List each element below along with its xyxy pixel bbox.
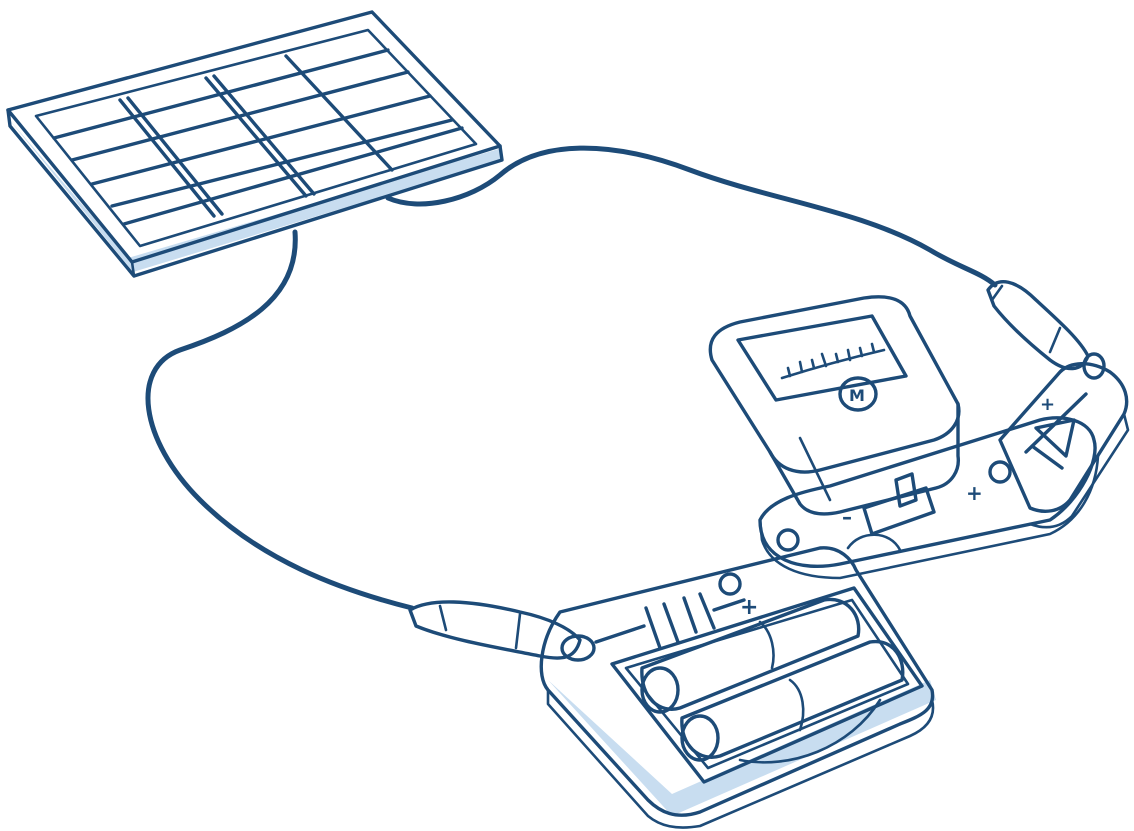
aa-cell-back: [640, 597, 861, 714]
battery-ribbon: [738, 698, 882, 764]
battery-pack: +: [539, 546, 936, 829]
solar-panel: [6, 10, 504, 278]
clip-meter: [986, 280, 1106, 380]
meter-base-edge: [758, 454, 1100, 580]
solar-panel-inner-border: [34, 28, 478, 248]
wire-negative: [145, 229, 415, 611]
solar-panel-grid: [52, 48, 464, 226]
battery-polarity-label: +: [740, 595, 758, 620]
wires: [145, 145, 998, 611]
battery-pack-base-shadow: [548, 680, 936, 816]
meter-scale: [780, 342, 886, 380]
meter-face-label: M: [849, 386, 865, 405]
clip-battery-tip: [560, 634, 596, 662]
diode-base-edge: [1028, 412, 1130, 529]
battery-pack-base-edge: [546, 688, 935, 829]
clip-battery-ridge: [438, 604, 522, 650]
meter-switch-lever: [894, 472, 918, 508]
meter-terminal-left: [776, 528, 800, 552]
meter-terminal-left-label: –: [842, 505, 852, 529]
battery-symbol: [594, 592, 746, 650]
diode-base: [998, 362, 1129, 513]
battery-terminal: [718, 572, 742, 596]
meter-base-notch: [846, 533, 902, 552]
diode-module: +: [998, 362, 1130, 529]
wire-positive: [385, 145, 998, 288]
meter-terminal-right: [988, 460, 1012, 484]
clip-meter-tip: [1082, 352, 1106, 380]
meter-terminal-right-label: +: [966, 481, 983, 505]
diode-polarity-label: +: [1040, 394, 1055, 415]
meter-body-lower: [768, 402, 960, 516]
meter-window: [736, 314, 908, 402]
meter-knob: [838, 376, 878, 412]
meter-base: [758, 416, 1097, 568]
diode-symbol: [1024, 392, 1088, 470]
battery-holder: [610, 586, 924, 784]
aa-cell-front: [680, 639, 905, 762]
solar-panel-edge-line: [130, 260, 136, 278]
clip-battery-body: [408, 600, 582, 660]
meter-body-corner: [798, 436, 832, 502]
clip-meter-ridge: [990, 284, 1062, 354]
clip-battery: [408, 600, 596, 662]
clip-meter-body: [986, 280, 1090, 371]
